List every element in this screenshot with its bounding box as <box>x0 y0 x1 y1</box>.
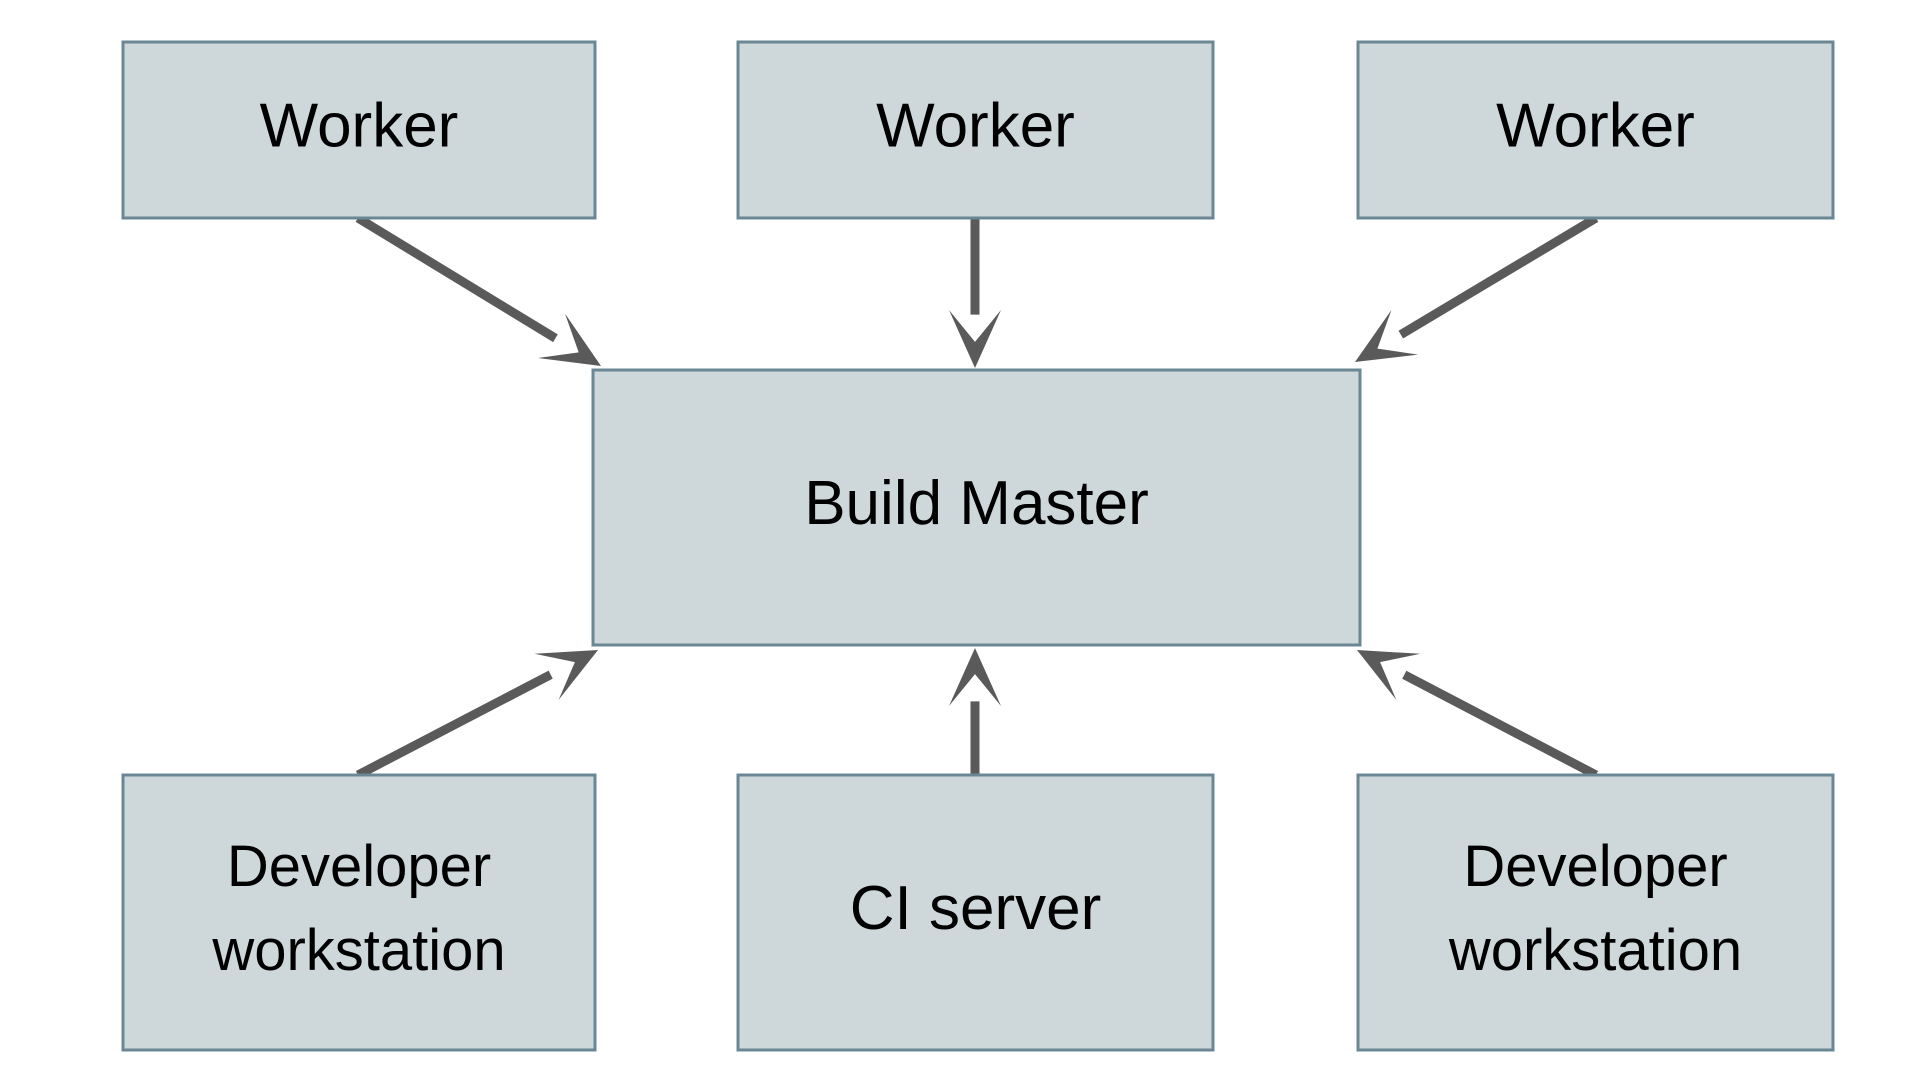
node-label: Build Master <box>804 469 1149 538</box>
node-label: Worker <box>1496 91 1695 160</box>
arrowhead-icon <box>1355 309 1419 362</box>
node-box[interactable] <box>121 40 597 220</box>
node-box[interactable] <box>591 368 1362 647</box>
node-worker-2[interactable]: Worker <box>736 40 1215 220</box>
edge-ciserver-to-master <box>949 648 1001 775</box>
edges-layer <box>355 214 1599 779</box>
node-ci-server[interactable]: CI server <box>736 773 1215 1052</box>
node-label: CI server <box>850 874 1101 943</box>
edge-shaft <box>355 214 558 343</box>
node-box[interactable] <box>736 773 1215 1052</box>
node-label-line-2: workstation <box>1448 918 1742 983</box>
edge-worker1-to-master <box>355 214 601 366</box>
edge-shaft <box>355 670 553 779</box>
edge-devleft-to-master <box>355 650 598 779</box>
node-worker-3[interactable]: Worker <box>1356 40 1835 220</box>
edge-devright-to-master <box>1357 650 1599 779</box>
node-box[interactable] <box>1356 773 1835 1052</box>
edge-shaft <box>1398 214 1599 339</box>
node-label: Worker <box>260 91 459 160</box>
node-label: Worker <box>876 91 1075 160</box>
arrowhead-icon <box>949 310 1001 368</box>
node-box[interactable] <box>121 773 597 1052</box>
arrowhead-icon <box>534 650 598 700</box>
node-label-line-1: Developer <box>227 834 491 899</box>
node-box[interactable] <box>1356 40 1835 220</box>
edge-shaft <box>1402 670 1599 779</box>
node-dev-right[interactable]: Developer workstation <box>1356 773 1835 1052</box>
edge-worker3-to-master <box>1355 214 1599 362</box>
node-build-master[interactable]: Build Master <box>591 368 1362 647</box>
node-label-line-1: Developer <box>1463 834 1727 899</box>
node-dev-left[interactable]: Developer workstation <box>121 773 597 1052</box>
node-label-line-2: workstation <box>211 918 505 983</box>
edge-worker2-to-master <box>949 218 1001 368</box>
node-box[interactable] <box>736 40 1215 220</box>
arrowhead-icon <box>949 648 1001 706</box>
arrowhead-icon <box>1357 650 1421 700</box>
node-worker-1[interactable]: Worker <box>121 40 597 220</box>
arrowhead-icon <box>537 313 601 366</box>
